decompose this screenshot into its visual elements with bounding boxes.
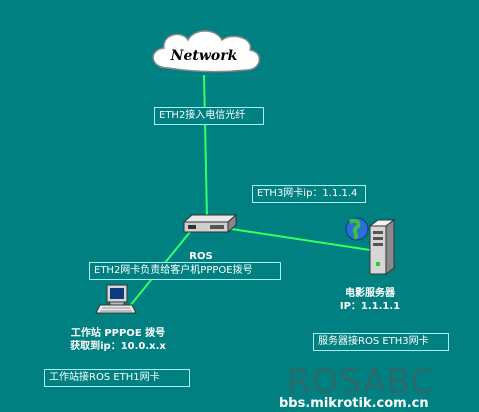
eth3-ip-label: ETH3网卡ip：1.1.1.4	[252, 185, 366, 203]
cloud-icon	[152, 30, 260, 73]
watermark-logo: ROSABC	[287, 362, 436, 402]
server-icon	[368, 219, 396, 275]
server-name: 电影服务器	[345, 288, 395, 299]
computer-icon	[95, 284, 137, 314]
workstation-eth1-label: 工作站接ROS ETH1网卡	[44, 369, 190, 387]
globe-icon	[345, 217, 369, 241]
server-eth3-label: 服务器接ROS ETH3网卡	[313, 333, 449, 351]
workstation-name: 工作站 PPPOE 拨号	[70, 328, 166, 339]
eth2-fiber-label: ETH2接入电信光纤	[154, 107, 264, 125]
link-router-server	[224, 227, 371, 251]
workstation-caption: 工作站 PPPOE 拨号 获取到ip：10.0.x.x	[48, 327, 188, 353]
cloud-label: Network	[170, 48, 238, 64]
router-icon	[182, 213, 238, 234]
footer-url: bbs.mikrotik.com.cn	[279, 396, 429, 411]
server-caption: 电影服务器 IP：1.1.1.1	[330, 287, 410, 313]
server-ip: IP：1.1.1.1	[339, 301, 401, 312]
router-label: ROS	[189, 251, 212, 262]
link-cloud-router	[203, 74, 208, 219]
eth2-pppoe-label: ETH2网卡负责给客户机PPPOE拨号	[89, 262, 281, 280]
workstation-ip: 获取到ip：10.0.x.x	[70, 341, 166, 352]
